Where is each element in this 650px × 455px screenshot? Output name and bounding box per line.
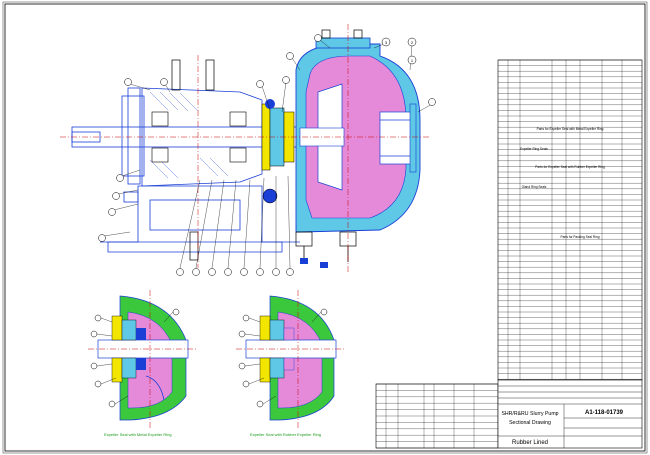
bom-section-4: Parts for Packing Seal Ring [561,235,600,239]
detail-view-rubber-expeller: Expeller Seal with Rubber Expeller Ring [236,290,344,437]
detail-view-metal-expeller: Expeller Seal with Metal Expeller Ring [88,290,196,437]
numbered-balloons: 3 2 1 [381,37,417,65]
bearing-end-cover [121,95,145,177]
title-line-1: SHR/R&RU Slurry Pump [501,411,558,417]
material-note: Rubber Lined [512,440,548,446]
bom-section-2: Parts for Expeller Seal with Rubber Expe… [535,165,605,169]
bom-section-headings: Parts for Expeller Seal with Metal Expel… [520,127,605,239]
balloon-1: 1 [411,58,414,63]
housing-hatching [149,91,229,179]
drain-plug [262,188,278,204]
casing-bolts [295,231,357,268]
title-line-2: Sectional Drawing [509,420,551,426]
lower-parts-list [375,383,499,449]
discharge-flange [315,37,371,49]
drawing-number: A1-118-01739 [585,410,624,416]
caption-left: Expeller Seal with Metal Expeller Ring [104,432,172,437]
bearing-upper-right [229,111,247,127]
balloon-2: 2 [411,40,414,45]
leader-lines [103,39,433,269]
suction-nozzle [379,111,413,165]
title-block: SHR/R&RU Slurry Pump Sectional Drawing A… [497,379,643,449]
part-balloons [98,34,436,276]
balloon-3: 3 [385,40,388,45]
bearing-upper-left [151,111,169,127]
main-sectional-view: 3 2 1 [60,24,436,276]
caption-right: Expeller Seal with Rubber Expeller Ring [250,432,321,437]
sheet-border [4,3,646,452]
bom-section-3: Gland Ring Seals [522,185,547,189]
bom-section-1: Expeller Ring Seals [520,147,548,151]
bom-section-0: Parts for Expeller Seal with Metal Expel… [537,127,604,131]
parts-list-table: Parts for Expeller Seal with Metal Expel… [497,59,643,381]
